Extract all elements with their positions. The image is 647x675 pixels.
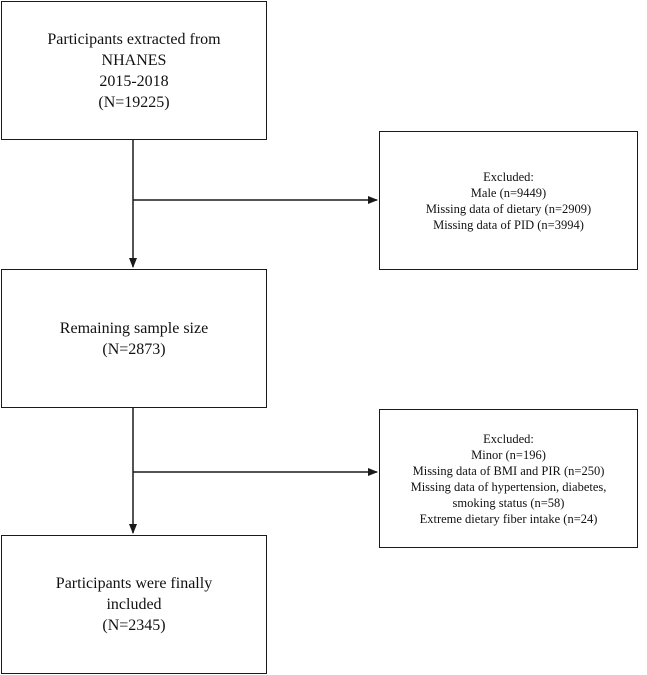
box-text-line: Excluded: (483, 169, 534, 184)
box-text-line: included (106, 596, 162, 613)
box-text-line: Remaining sample size (59, 319, 209, 337)
participants-extracted-box: Participants extracted from NHANES 2015-… (1, 1, 267, 140)
box-text-line: Participants were finally (55, 575, 213, 592)
finally-included-box: Participants were finally included (N=23… (1, 535, 267, 674)
box-text-line: Excluded: (483, 431, 534, 446)
box-text-line: Participants extracted from (47, 30, 221, 48)
box-text-line: (N=19225) (98, 93, 170, 111)
box-text-line: Male (n=9449) (470, 185, 547, 200)
box-text-line: smoking status (n=58) (452, 495, 565, 510)
box-text-line: Missing data of hypertension, diabetes, (410, 479, 607, 494)
excluded-first-box: Excluded: Male (n=9449) Missing data of … (379, 131, 638, 270)
box-text-line: 2015-2018 (99, 72, 169, 90)
box-text-line: Missing data of BMI and PIR (n=250) (412, 463, 605, 478)
box-text-line: Missing data of dietary (n=2909) (425, 201, 592, 216)
box-text-line: Extreme dietary fiber intake (n=24) (419, 511, 598, 526)
remaining-sample-box: Remaining sample size (N=2873) (1, 269, 267, 408)
box-text-line: (N=2873) (102, 340, 166, 358)
box-text-line: Minor (n=196) (471, 447, 546, 462)
box-text-line: NHANES (101, 51, 167, 69)
box-text-line: Missing data of PID (n=3994) (433, 217, 584, 232)
excluded-second-box: Excluded: Minor (n=196) Missing data of … (379, 409, 638, 548)
box-text-line: (N=2345) (102, 617, 166, 634)
